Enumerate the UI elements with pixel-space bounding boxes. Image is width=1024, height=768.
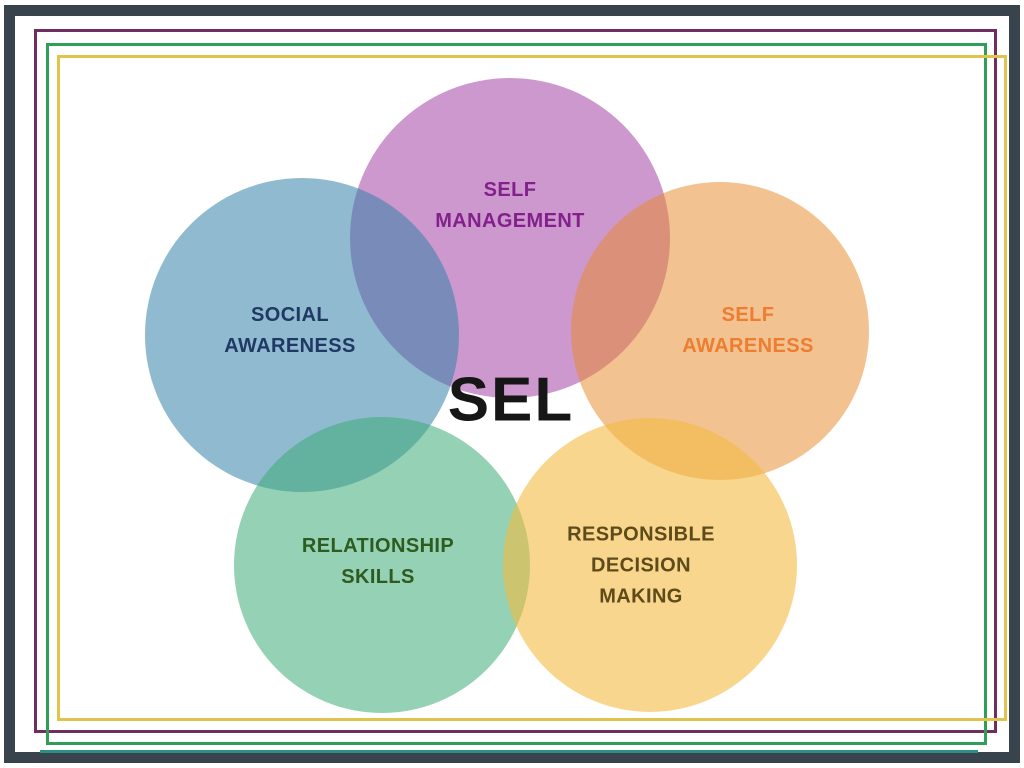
label-self-awareness: SELF AWARENESS — [682, 304, 814, 357]
label-social-awareness: SOCIAL AWARENESS — [224, 304, 356, 357]
frame-line-teal — [40, 750, 978, 753]
label-relationship-skills: RELATIONSHIP SKILLS — [301, 535, 455, 588]
label-self-management: SELF MANAGEMENT — [435, 179, 585, 232]
circle-relationship-skills — [234, 417, 530, 713]
label-responsible-decision-making: RESPONSIBLE DECISION MAKING — [567, 523, 715, 608]
center-label-sel: SEL — [447, 365, 575, 435]
circle-responsible-decision-making — [503, 418, 797, 712]
